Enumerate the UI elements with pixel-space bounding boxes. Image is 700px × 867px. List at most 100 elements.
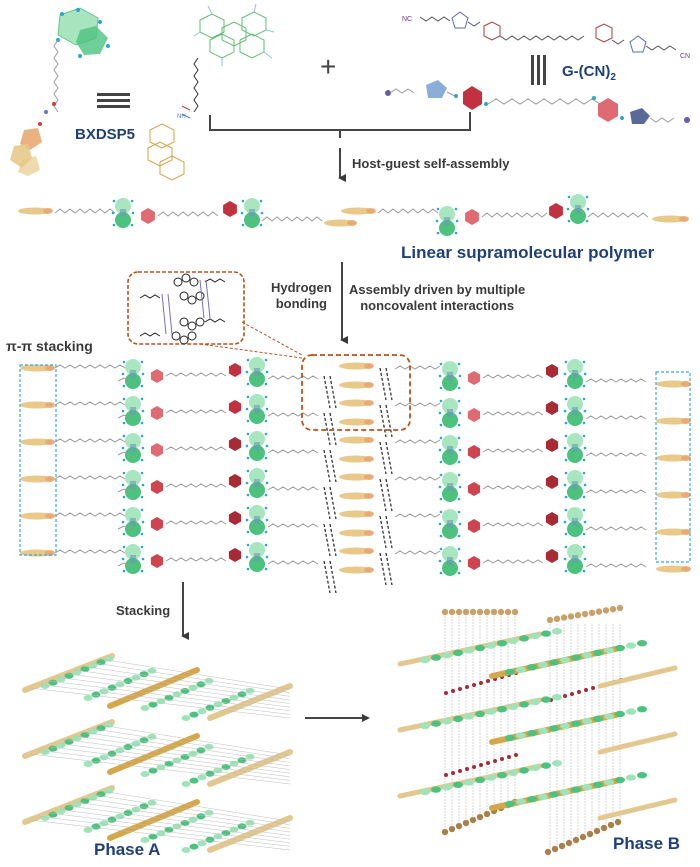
methoxy-atom	[455, 219, 459, 223]
host-unit	[181, 715, 191, 721]
benzene-unit	[545, 438, 559, 452]
pyrene-unit	[656, 565, 690, 573]
pyrene-unit	[364, 493, 374, 499]
pillararene-ring	[567, 558, 583, 574]
alkyl-chain	[267, 449, 319, 454]
host-unit	[571, 654, 581, 661]
pyrene-unit	[490, 608, 498, 616]
alkyl-chain	[165, 520, 227, 525]
pyrene-unit	[602, 607, 610, 614]
alkyl-chain	[54, 512, 126, 517]
methoxy-atom	[564, 532, 568, 536]
pyrene-unit	[681, 529, 691, 535]
host-unit	[593, 715, 603, 722]
pyrene-unit	[476, 608, 484, 616]
pyrene-unit	[609, 606, 617, 613]
chem-label-nc: NC	[402, 16, 412, 23]
host-unit	[123, 810, 133, 816]
host-unit	[552, 760, 562, 767]
methoxy-atom	[457, 510, 461, 514]
chain-line	[38, 816, 291, 847]
host-unit	[505, 668, 515, 676]
host-unit	[527, 730, 537, 737]
pyrene-unit	[18, 156, 40, 176]
methoxy-atom	[264, 395, 268, 399]
host-unit	[205, 836, 215, 843]
alkyl-chain	[117, 377, 131, 382]
methoxy-atom	[140, 421, 144, 425]
benzene-unit	[577, 690, 581, 694]
methoxy-atom	[458, 485, 462, 489]
benzene-unit	[545, 549, 559, 563]
host-unit	[237, 691, 247, 698]
methoxy-atom	[458, 374, 462, 378]
host-core	[130, 407, 136, 415]
methoxy-atom	[564, 545, 568, 549]
pillararene-ring	[125, 373, 141, 389]
pyrene-unit	[339, 492, 373, 500]
chain-line	[83, 798, 291, 829]
host-unit	[527, 796, 537, 803]
host-unit	[72, 735, 82, 742]
methoxy-atom	[122, 421, 126, 425]
methoxy-atom	[241, 199, 245, 203]
pyrene-column	[107, 733, 200, 775]
host-unit	[505, 734, 515, 742]
host-core	[130, 370, 136, 378]
hydrogen-bond	[379, 515, 387, 549]
alkyl-chain	[267, 486, 319, 491]
host-unit	[115, 813, 125, 820]
assembly-2d	[20, 357, 691, 594]
hydrogen-bond	[329, 486, 337, 520]
phase-a-structure	[22, 653, 293, 853]
pyrene-unit	[681, 381, 691, 387]
benzene-unit	[486, 761, 490, 765]
benzene-unit	[514, 753, 518, 757]
pillararene-ring	[115, 198, 131, 214]
pyrene-unit	[681, 492, 691, 498]
pyrene-unit	[546, 616, 554, 624]
pyrene-unit	[341, 207, 375, 215]
host-unit	[475, 776, 485, 784]
chain-line	[56, 808, 291, 840]
host-unit	[196, 747, 206, 754]
chain-line	[74, 801, 291, 833]
methoxy-atom	[264, 530, 268, 534]
methoxy-atom	[563, 446, 567, 450]
methoxy-atom	[457, 460, 461, 464]
alkyl-chain	[117, 525, 131, 530]
pyrene-unit	[18, 207, 52, 215]
methoxy-atom	[122, 458, 126, 462]
chain-line	[47, 680, 291, 712]
host-unit	[604, 647, 614, 654]
pyrene-unit	[511, 608, 519, 616]
alkyl-chain	[394, 476, 441, 481]
benzene-unit	[150, 369, 164, 383]
benzene-unit	[150, 443, 164, 457]
host-core	[575, 205, 581, 213]
methoxy-atom	[246, 419, 250, 423]
benzene-unit	[545, 475, 559, 489]
methoxy-atom	[122, 495, 126, 499]
pillararene-ring	[442, 523, 458, 539]
methoxy-atom	[140, 360, 144, 364]
pyrene-unit	[553, 615, 561, 622]
pyrene-unit	[45, 439, 55, 445]
methoxy-atom	[439, 497, 443, 501]
methoxy-atom	[457, 362, 461, 366]
host-unit	[140, 705, 150, 711]
host-unit	[626, 642, 636, 649]
pyrene-unit	[20, 438, 54, 446]
host-unit	[104, 787, 114, 794]
host-core	[254, 368, 260, 376]
host-unit	[530, 764, 540, 772]
host-unit	[91, 691, 101, 698]
methoxy-atom	[246, 506, 250, 510]
alkyl-chain	[585, 415, 647, 420]
methoxy-atom	[111, 211, 115, 215]
alkyl-chain	[54, 401, 126, 406]
pillararene-ring	[442, 412, 458, 428]
phase-a-sheet	[22, 653, 293, 721]
alkyl-chain	[377, 208, 439, 214]
host-unit	[237, 823, 247, 830]
